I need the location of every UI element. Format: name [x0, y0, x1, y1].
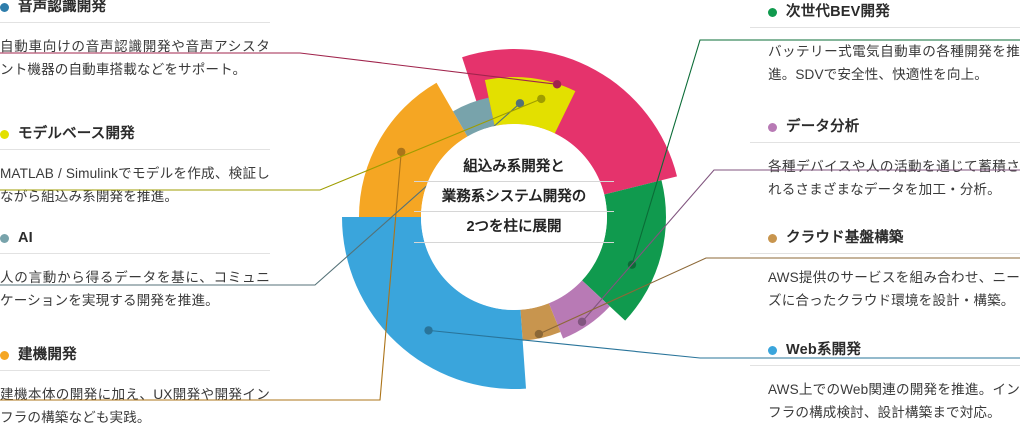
center-line-2: 業務系システム開発の: [414, 190, 614, 213]
legend-item-description: AWS上でのWeb関連の開発を推進。インフラの構成検討、設計構築まで対応。: [768, 381, 1020, 420]
legend-item-description: 人の言動から得るデータを基に、コミュニケーションを実現する開発を推進。: [0, 269, 270, 308]
legend-item-description: バッテリー式電気自動車の各種開発を推進。SDVで安全性、快適性を向上。: [768, 43, 1020, 82]
leader-line: [631, 39, 1020, 265]
leader-endpoint-dot: [552, 80, 562, 89]
legend-item-title: データ分析: [786, 119, 860, 135]
legend-item-title: 次世代BEV開発: [786, 4, 890, 20]
legend-item-description: MATLAB / Simulinkでモデルを作成、検証しながら組込み系開発を推進…: [0, 165, 270, 204]
legend-item-ai[interactable]: AI 人の言動から得るデータを基に、コミュニケーションを実現する開発を推進。: [0, 231, 270, 312]
legend-item-description: AWS提供のサービスを組み合わせ、ニーズに合ったクラウド環境を設計・構築。: [768, 269, 1020, 308]
legend-item-web-development[interactable]: Web系開発 AWS上でのWeb関連の開発を推進。インフラの構成検討、設計構築ま…: [750, 343, 1020, 424]
leader-line: [428, 329, 1020, 359]
color-dot-icon: [0, 233, 9, 243]
donut-segment[interactable]: [359, 82, 468, 218]
center-line-3: 2つを柱に展開: [414, 220, 614, 243]
legend-item-model-based-development[interactable]: モデルベース開発 MATLAB / Simulinkでモデルを作成、検証しながら…: [0, 127, 270, 208]
legend-item-title: 音声認識開発: [18, 0, 107, 15]
legend-item-header: クラウド基盤構築: [750, 231, 1020, 254]
color-dot-icon: [0, 129, 9, 139]
legend-item-header: データ分析: [750, 120, 1020, 143]
legend-item-header: 音声認識開発: [0, 0, 270, 23]
donut-segment[interactable]: [453, 97, 495, 137]
leader-line: [581, 169, 1020, 323]
color-dot-icon: [0, 350, 9, 360]
legend-item-header: AI: [0, 231, 270, 254]
legend-item-header: モデルベース開発: [0, 127, 270, 150]
leader-endpoint-dot: [577, 317, 587, 326]
donut-segment[interactable]: [548, 280, 610, 339]
legend-item-header: 建機開発: [0, 348, 270, 371]
legend-item-next-gen-bev[interactable]: 次世代BEV開発 バッテリー式電気自動車の各種開発を推進。SDVで安全性、快適性…: [750, 5, 1020, 86]
color-dot-icon: [768, 345, 777, 355]
legend-item-cloud-infrastructure[interactable]: クラウド基盤構築 AWS提供のサービスを組み合わせ、ニーズに合ったクラウド環境を…: [750, 231, 1020, 312]
donut-segment[interactable]: [342, 217, 526, 389]
color-dot-icon: [0, 2, 9, 12]
color-dot-icon: [768, 233, 777, 243]
legend-item-title: 建機開発: [18, 347, 77, 363]
leader-line: [0, 98, 542, 191]
donut-segment[interactable]: [520, 303, 561, 341]
donut-segment[interactable]: [484, 77, 576, 134]
leader-endpoint-dot: [537, 94, 546, 104]
leader-line: [0, 52, 558, 85]
leader-endpoint-dot: [397, 147, 406, 157]
leader-endpoint-dot: [424, 326, 433, 335]
legend-item-title: AI: [18, 230, 33, 246]
legend-item-title: Web系開発: [786, 342, 862, 358]
leader-line: [0, 151, 402, 401]
legend-item-title: モデルベース開発: [18, 126, 135, 142]
legend-item-header: 次世代BEV開発: [750, 5, 1020, 28]
legend-item-description: 建機本体の開発に加え、UX開発や開発インフラの構築なども実践。: [0, 386, 270, 425]
leader-endpoint-dot: [515, 99, 525, 108]
donut-center-hole: [421, 124, 607, 310]
legend-item-description: 自動車向けの音声認識開発や音声アシスタント機器の自動車搭載などをサポート。: [0, 38, 270, 77]
legend-item-title: クラウド基盤構築: [786, 230, 904, 246]
donut-leader-lines: [0, 39, 1020, 401]
legend-item-header: Web系開発: [750, 343, 1020, 366]
color-dot-icon: [768, 7, 777, 17]
legend-item-construction-machinery[interactable]: 建機開発 建機本体の開発に加え、UX開発や開発インフラの構築なども実践。: [0, 348, 270, 429]
center-line-1: 組込み系開発と: [414, 159, 614, 183]
color-dot-icon: [768, 122, 777, 132]
leader-line: [538, 257, 1020, 335]
donut-center-label: 組込み系開発と 業務系システム開発の 2つを柱に展開: [414, 159, 614, 243]
leader-endpoint-dot: [534, 329, 544, 339]
legend-item-voice-recognition[interactable]: 音声認識開発 自動車向けの音声認識開発や音声アシスタント機器の自動車搭載などをサ…: [0, 0, 270, 81]
